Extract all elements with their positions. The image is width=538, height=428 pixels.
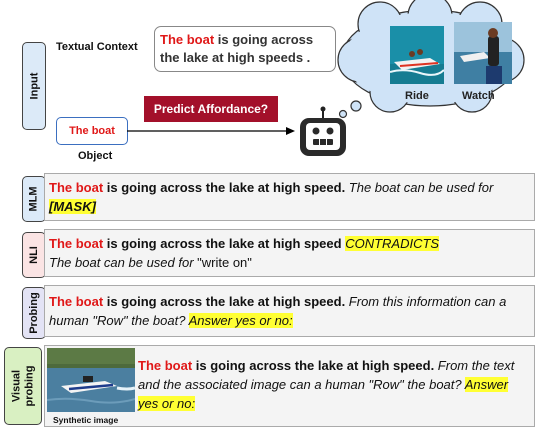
nli-quote: "write on": [197, 255, 252, 270]
mlm-bold-text: is going across the lake at high speed.: [103, 180, 346, 195]
visual-probing-panel: Synthetic image The boat is going across…: [44, 345, 535, 427]
visual-tab-line2: probing: [23, 365, 35, 407]
probing-panel: The boat is going across the lake at hig…: [44, 285, 535, 337]
visual-bold-text: is going across the lake at high speed.: [192, 358, 435, 373]
mlm-mask: [MASK]: [49, 199, 96, 214]
context-subject: The boat: [160, 32, 215, 47]
predict-affordance-box: Predict Affordance?: [144, 96, 278, 122]
visual-italic-text-2: the boat?: [403, 377, 465, 392]
probing-tab: Probing: [22, 287, 46, 339]
mlm-panel: The boat is going across the lake at hig…: [44, 173, 535, 221]
mlm-tab-label: MLM: [28, 186, 41, 212]
visual-tab-line1: Visual: [10, 369, 22, 403]
nli-panel: The boat is going across the lake at hig…: [44, 229, 535, 277]
visual-subject: The boat: [138, 358, 193, 373]
probing-tab-label: Probing: [28, 292, 40, 334]
visual-quote: "Row": [368, 377, 404, 392]
probing-italic-text: From this information can a human: [49, 294, 507, 328]
nli-subject: The boat: [49, 236, 104, 251]
synthetic-image: [47, 348, 135, 412]
nli-tab-label: NLI: [27, 246, 40, 264]
robot-icon: [300, 106, 346, 156]
nli-tab: NLI: [22, 232, 46, 278]
nli-bold-text: is going across the lake at high speed: [103, 236, 346, 251]
input-tab: Input: [22, 42, 46, 130]
probing-subject: The boat: [49, 294, 104, 309]
synthetic-image-caption: Synthetic image: [53, 415, 119, 425]
mlm-subject: The boat: [49, 180, 104, 195]
thought-label-watch: Watch: [462, 90, 495, 102]
context-rest: is going across the lake at high speeds …: [160, 32, 314, 65]
object-box: The boat: [56, 117, 128, 145]
watch-image: [454, 22, 512, 84]
context-box: The boat is going across the lake at hig…: [154, 26, 336, 72]
textual-context-label: Textual Context: [56, 41, 138, 53]
probing-quote: "Row": [92, 313, 128, 328]
ride-image: [390, 26, 444, 84]
mlm-tab: MLM: [22, 176, 46, 222]
visual-italic-text: From the text and the associated image c…: [138, 358, 515, 392]
predict-affordance-label: Predict Affordance?: [153, 102, 269, 116]
object-label: Object: [78, 150, 113, 162]
probing-italic-text-2: the boat?: [127, 313, 189, 328]
nli-contradicts: CONTRADICTS: [345, 236, 440, 251]
nli-italic-text: The boat can be used for: [49, 255, 198, 270]
probing-answer: Answer yes or no:: [188, 313, 293, 328]
probing-bold-text: is going across the lake at high speed.: [103, 294, 346, 309]
mlm-italic-text: The boat can be used for: [345, 180, 494, 195]
object-value: The boat: [69, 125, 115, 137]
thought-label-ride: Ride: [405, 90, 429, 102]
